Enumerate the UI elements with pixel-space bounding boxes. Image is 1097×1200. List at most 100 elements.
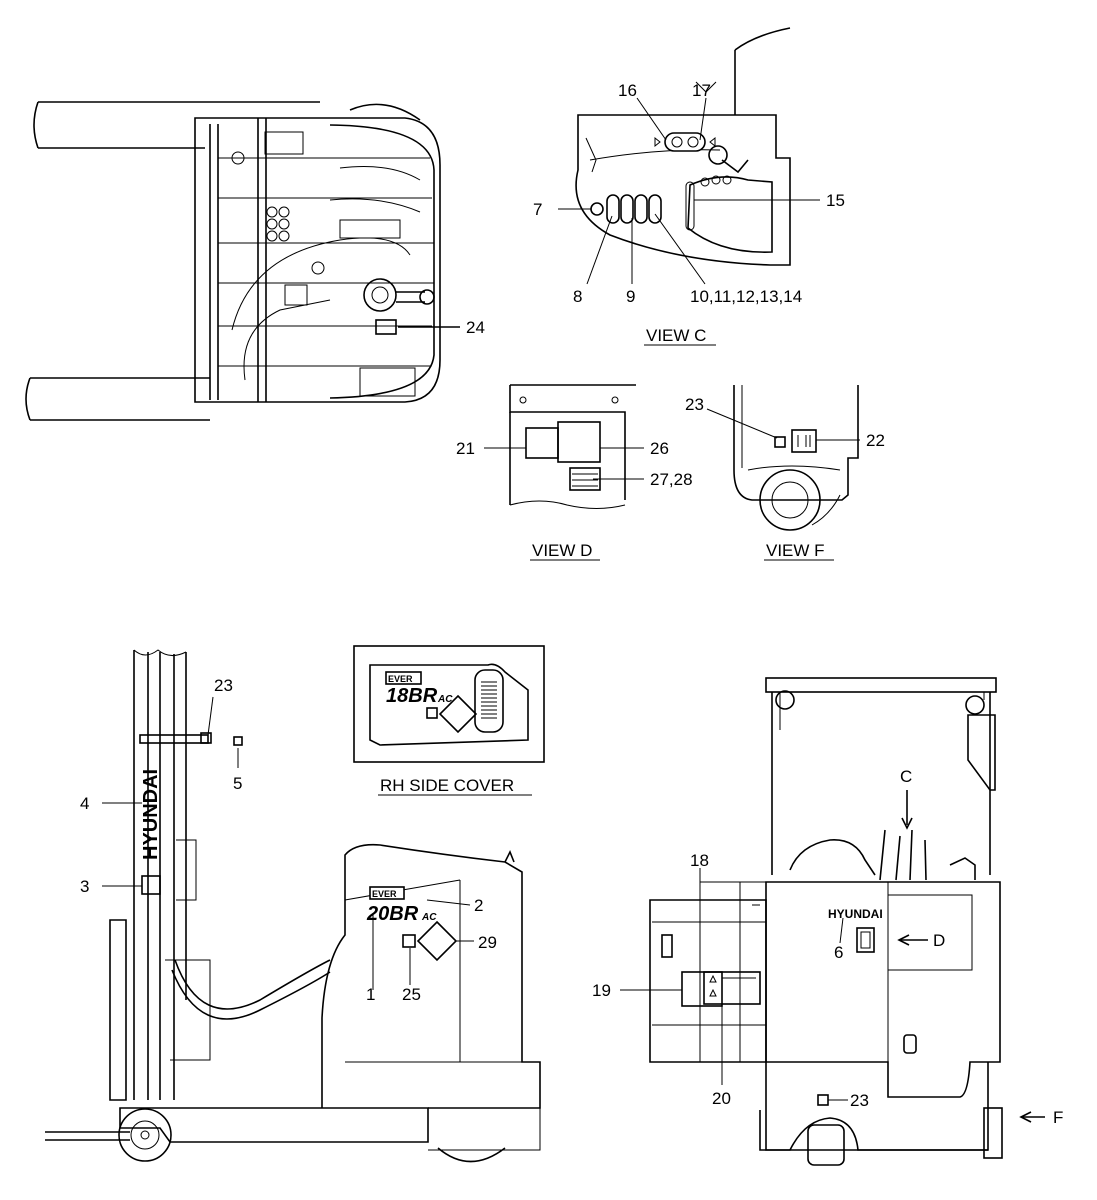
rear-view: HYUNDAI 18 19 20 23 6 C D F (592, 677, 1063, 1166)
operator-panel (231, 237, 411, 331)
arrow-d-label: D (933, 931, 945, 950)
view-f: 23 22 VIEW F (685, 385, 885, 561)
rh-cover-frame (353, 645, 545, 763)
switch-7 (590, 202, 604, 216)
callout-15: 15 (826, 191, 845, 210)
rh-cover-panel (369, 663, 529, 746)
mast-break (133, 649, 187, 656)
fork-lower (30, 377, 210, 421)
control-box (284, 284, 308, 306)
label-22 (791, 429, 817, 453)
callout-20: 20 (712, 1089, 731, 1108)
steering-knob (419, 289, 435, 305)
top-bracket (264, 131, 304, 155)
ignition-knob (708, 145, 728, 165)
label-22-detail (797, 435, 811, 447)
guard-top (765, 677, 997, 693)
label-23-rear (817, 1094, 829, 1106)
arrow-f-head (1019, 1111, 1032, 1123)
fork-upper-tip (33, 101, 39, 149)
rear-base (765, 1062, 989, 1151)
plate-lines (572, 473, 598, 487)
top-wheel (349, 103, 421, 121)
guard-inner (779, 692, 985, 730)
rh-model-suffix: AC (437, 694, 453, 705)
label-29 (416, 920, 458, 962)
arrow-c-head (901, 817, 913, 830)
rh-model: 18BR (386, 685, 438, 707)
leader-16 (636, 97, 667, 141)
callout-23-f: 23 (685, 395, 704, 414)
callout-17: 17 (692, 81, 711, 100)
callout-23-side: 23 (214, 676, 233, 695)
side-chassis (119, 1107, 429, 1143)
leader-6 (839, 917, 844, 944)
view-c-edge-detail (585, 137, 597, 173)
side-view: HYUNDAI EVER 20BR AC (45, 649, 541, 1163)
battery-slot (661, 934, 673, 958)
guard-bars (218, 157, 434, 367)
side-knob (504, 850, 515, 863)
callout-23-rear: 23 (850, 1091, 869, 1110)
steering-inner (371, 286, 389, 304)
mast-fitting (176, 839, 197, 901)
rear-latch (903, 1034, 917, 1054)
label-20-detail (709, 974, 756, 997)
control-handle (949, 857, 976, 880)
callout-5: 5 (233, 774, 242, 793)
callout-4: 4 (80, 794, 89, 813)
hose-lower (171, 969, 331, 1020)
label-6 (856, 927, 875, 953)
leader-2 (426, 899, 471, 906)
label-3 (141, 875, 161, 895)
guard-light-left (775, 690, 795, 710)
rear-drive-wheel (807, 1124, 845, 1166)
mast-logo: HYUNDAI (140, 769, 162, 860)
callout-8: 8 (573, 287, 582, 306)
front-wheel (118, 1108, 172, 1162)
leader-23-f (706, 408, 778, 439)
mast-crossbar (139, 734, 209, 744)
key-switch (664, 132, 706, 152)
view-d-break (509, 500, 626, 509)
rh-label-diamond (438, 694, 478, 734)
top-frame-post (257, 118, 267, 402)
rear-body-panels (887, 882, 973, 1097)
callout-24: 24 (466, 318, 485, 337)
switch-cluster (266, 206, 290, 242)
switch-11 (648, 194, 662, 224)
control-knob (311, 261, 325, 275)
view-f-caption: VIEW F (766, 541, 825, 560)
rear-body (765, 881, 1001, 1098)
seat-back (789, 839, 876, 876)
view-f-fender (747, 465, 841, 471)
callout-10-14: 10,11,12,13,14 (690, 287, 802, 306)
callout-7: 7 (533, 200, 542, 219)
view-c-break (734, 27, 791, 51)
label-21 (525, 427, 559, 459)
view-f-body (733, 385, 859, 501)
label-23-side (200, 732, 212, 744)
guard-handle (967, 714, 996, 791)
view-f-wheel (759, 469, 821, 531)
rh-badge (385, 671, 422, 685)
top-frame-rail (209, 124, 219, 400)
label-24-target (375, 319, 397, 335)
callout-21: 21 (456, 439, 475, 458)
rh-label-square (426, 707, 438, 719)
callout-26: 26 (650, 439, 669, 458)
rh-vent-slots (481, 681, 497, 719)
side-body (321, 843, 541, 1109)
grip-handle (687, 176, 773, 253)
leader-8 (586, 215, 613, 285)
steering-arm (396, 291, 425, 303)
rear-logo: HYUNDAI (828, 907, 883, 921)
label-19 (681, 971, 723, 1007)
callout-25: 25 (402, 985, 421, 1004)
rear-panel (359, 367, 416, 397)
rear-wheel (437, 1147, 506, 1163)
arrow-c-label: C (900, 767, 912, 786)
key-arrows (654, 136, 716, 148)
rh-caption: RH SIDE COVER (380, 776, 514, 795)
